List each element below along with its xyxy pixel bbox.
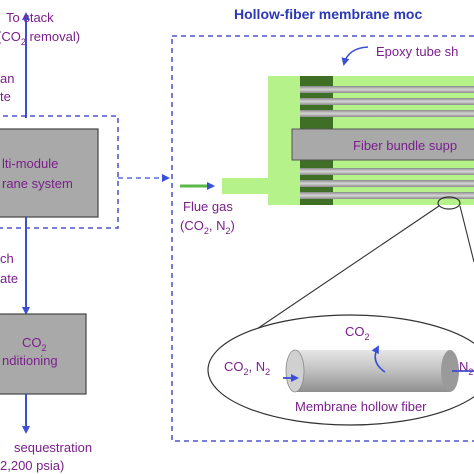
fiber-bundle-support <box>291 128 474 161</box>
flue-gas-label: Flue gas <box>183 199 233 214</box>
rich-stream-label-2: ate <box>0 271 18 286</box>
zoom-permeate-arrow <box>371 345 386 373</box>
epoxy-label: Epoxy tube sh <box>376 44 458 59</box>
to-stack-label: To stack <box>6 10 54 25</box>
sequestration-label: sequestration <box>14 440 92 455</box>
multi-module-label: lti-module <box>2 156 58 171</box>
system-dashed-boundary <box>0 115 119 229</box>
module-dashed-boundary <box>171 35 474 442</box>
hollow-fiber-label: Membrane hollow fiber <box>295 399 427 414</box>
rich-stream-label: ch <box>0 251 14 266</box>
module-title: Hollow-fiber membrane moc <box>234 6 422 22</box>
flue-gas-composition: (CO2, N2) <box>180 218 235 236</box>
fiber-bundle-label: Fiber bundle supp <box>353 138 457 153</box>
hollow-fiber-body <box>295 350 450 392</box>
zoom-line-left <box>244 205 440 338</box>
co2-conditioning-box <box>0 313 87 395</box>
fiber-tube-1 <box>300 86 474 93</box>
zoom-retentate-label: N2 <box>459 359 473 377</box>
clean-stream-label-2: te <box>0 89 11 104</box>
hollow-fiber-end-cap <box>285 349 305 393</box>
co2-conditioning-label-2: nditioning <box>2 353 58 368</box>
fiber-tube-2 <box>300 98 474 105</box>
zoom-feed-label: CO2, N2 <box>224 359 270 377</box>
zoom-permeate-co2: CO2 <box>345 324 370 342</box>
co2-conditioning-label: CO2 <box>22 335 47 353</box>
fiber-tube-5 <box>300 180 474 187</box>
multi-module-system-box <box>0 128 99 218</box>
fiber-tube-6 <box>300 192 474 199</box>
fiber-tube-4 <box>300 168 474 175</box>
zoom-source-ellipse <box>437 196 461 210</box>
hollow-fiber-far-end <box>441 350 459 392</box>
epoxy-pointer-arrow <box>341 46 369 66</box>
zoom-line-right <box>459 205 474 263</box>
fiber-tube-3 <box>300 110 474 117</box>
clean-stream-label: an <box>0 71 14 86</box>
pressure-label: 2,200 psia) <box>0 458 64 473</box>
co2-removal-label: (CO2 removal) <box>0 29 80 47</box>
multi-module-label-2: rane system <box>2 176 73 191</box>
flue-gas-inlet <box>222 178 268 194</box>
